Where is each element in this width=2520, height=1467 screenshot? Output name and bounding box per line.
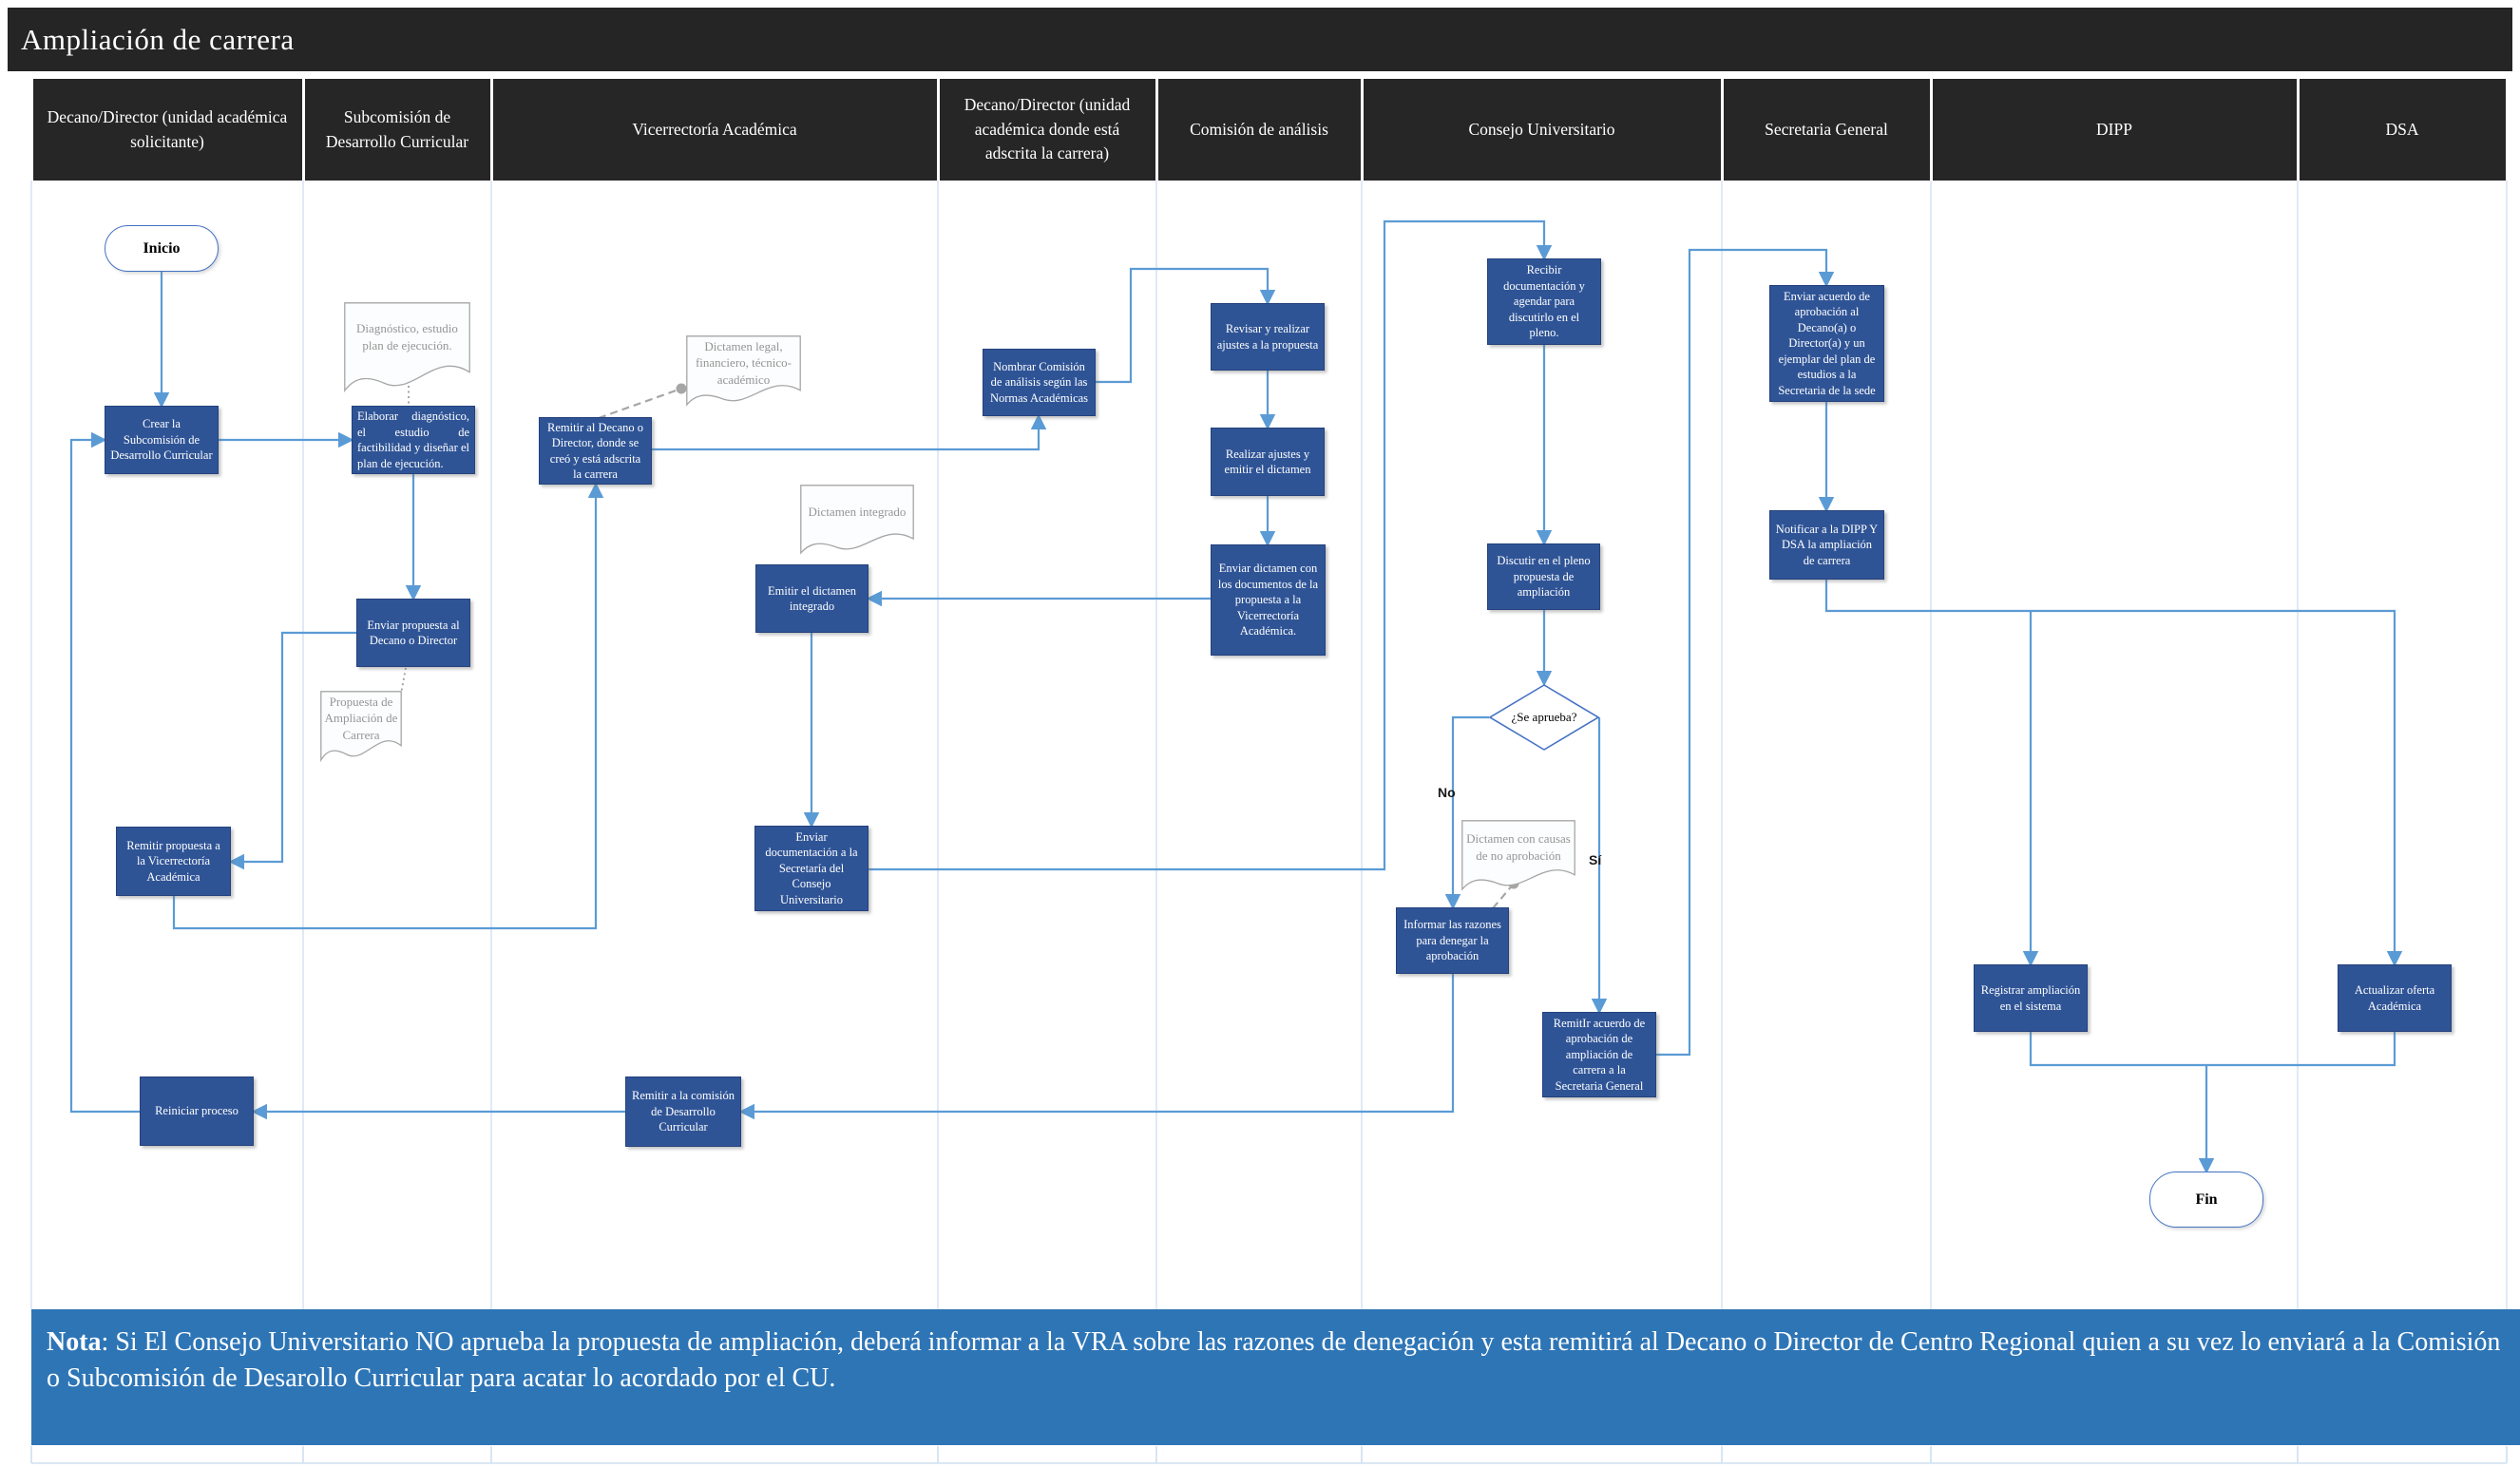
- lane-header-9: DSA: [2299, 79, 2506, 181]
- node-se-aprueba: ¿Se aprueba?: [1488, 684, 1600, 751]
- page-title: Ampliación de carrera: [8, 8, 2512, 71]
- document-shape: [800, 485, 914, 555]
- node-crear-subcomision: Crear la Subcomisión de Desarrollo Curri…: [105, 406, 219, 474]
- node-doc-dictamen-legal: Dictamen legal, financiero, técnico-acad…: [686, 335, 801, 408]
- flow-arrow: [869, 219, 1553, 871]
- flow-line: [2206, 1032, 2396, 1067]
- node-inicio: Inicio: [105, 225, 219, 272]
- node-doc-dictamen-no: Dictamen con causas de no aprobación: [1461, 820, 1575, 892]
- node-discutir-pleno: Discutir en el pleno propuesta de amplia…: [1487, 543, 1600, 610]
- flow-arrow: [1824, 580, 2403, 967]
- node-revisar-ajustes: Revisar y realizar ajustes a la propuest…: [1211, 303, 1325, 371]
- document-shape: [686, 335, 801, 407]
- document-label: Dictamen integrado: [808, 504, 907, 519]
- lane-header-2: Subcomisión de Desarrollo Curricular: [304, 79, 490, 181]
- node-remitir-comision: Remitir a la comisión de Desarrollo Curr…: [625, 1076, 741, 1147]
- node-registrar-ampliacion: Registrar ampliación en el sistema: [1974, 964, 2088, 1032]
- note-text: : Si El Consejo Universitario NO aprueba…: [47, 1327, 2501, 1393]
- node-enviar-acuerdo: Enviar acuerdo de aprobación al Decano(a…: [1769, 285, 1884, 402]
- document-attach-connector: [598, 387, 682, 420]
- flow-arrow: [738, 974, 1455, 1120]
- flow-arrow: [652, 413, 1047, 451]
- node-recibir-documentacion: Recibir documentación y agendar para dis…: [1487, 258, 1601, 345]
- flow-line: [2029, 1032, 2206, 1067]
- document-label: Dictamen con causas de no aprobación: [1466, 831, 1571, 863]
- lane-header-6: Consejo Universitario: [1363, 79, 1721, 181]
- document-shape: [320, 691, 402, 763]
- document-shape: [344, 302, 470, 393]
- node-actualizar-oferta: Actualizar oferta Académica: [2338, 964, 2452, 1032]
- node-fin: Fin: [2149, 1172, 2263, 1228]
- decision-label: ¿Se aprueba?: [1511, 710, 1577, 724]
- flow-arrow: [69, 431, 140, 1114]
- branch-label-no: No: [1438, 785, 1456, 800]
- node-remitir-propuesta: Remitir propuesta a la Vicerrectoría Aca…: [116, 827, 231, 896]
- node-reiniciar-proceso: Reiniciar proceso: [140, 1076, 254, 1146]
- node-doc-dictamen-integrado: Dictamen integrado: [800, 485, 914, 556]
- node-elaborar-diagnostico: Elaborar diagnóstico, el estudio de fact…: [352, 406, 475, 474]
- node-doc-propuesta: Propuesta de Ampliación de Carrera: [320, 691, 402, 763]
- lane-header-5: Comisión de análisis: [1157, 79, 1361, 181]
- lane-header-4: Decano/Director (unidad académica donde …: [939, 79, 1155, 181]
- lane-header-3: Vicerrectoría Académica: [492, 79, 937, 181]
- document-label: Propuesta de Ampliación de Carrera: [324, 694, 398, 742]
- node-enviar-dictamen: Enviar dictamen con los documentos de la…: [1211, 544, 1326, 656]
- lane-header-1: Decano/Director (unidad académica solici…: [32, 79, 302, 181]
- node-enviar-documentacion: Enviar documentación a la Secretaría del…: [754, 826, 869, 911]
- lane-header-7: Secretaria General: [1723, 79, 1930, 181]
- node-realizar-ajustes: Realizar ajustes y emitir el dictamen: [1211, 428, 1325, 496]
- document-shape: [1461, 820, 1575, 891]
- node-enviar-propuesta: Enviar propuesta al Decano o Director: [356, 599, 470, 667]
- document-label: Dictamen legal, financiero, técnico-acad…: [695, 338, 792, 387]
- branch-label-si: Sí: [1589, 852, 1602, 867]
- document-label: Diagnóstico, estudio plan de ejecución.: [356, 321, 458, 352]
- decision-diamond-shape: [1488, 684, 1600, 751]
- connector-endpoint-dot: [676, 383, 687, 394]
- node-notificar-dipp: Notificar a la DIPP Y DSA la ampliación …: [1769, 510, 1884, 580]
- node-nombrar-comision: Nombrar Comisión de análisis según las N…: [983, 349, 1096, 416]
- node-remitir-acuerdo: RemitIr acuerdo de aprobación de ampliac…: [1542, 1012, 1656, 1097]
- node-doc-diagnostico: Diagnóstico, estudio plan de ejecución.: [344, 302, 470, 394]
- note-label: Nota: [47, 1327, 102, 1357]
- node-emitir-dictamen: Emitir el dictamen integrado: [755, 564, 869, 633]
- lane-header-8: DIPP: [1932, 79, 2297, 181]
- note-banner: Nota: Si El Consejo Universitario NO apr…: [31, 1309, 2520, 1445]
- node-informar-razones: Informar las razones para denegar la apr…: [1396, 907, 1509, 974]
- node-remitir-decano: Remitir al Decano o Director, donde se c…: [539, 417, 652, 485]
